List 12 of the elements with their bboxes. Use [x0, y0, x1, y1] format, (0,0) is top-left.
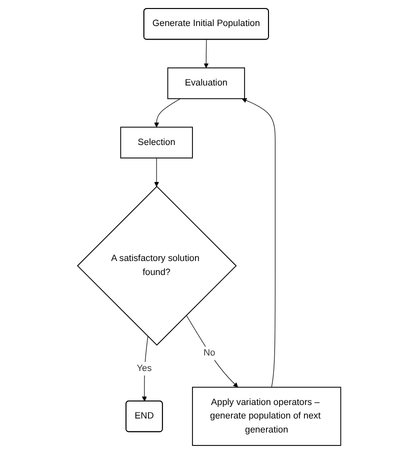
arrow — [154, 158, 160, 187]
node-box: Apply variation operators – generate population of next generation — [192, 386, 342, 446]
node-box: Selection — [120, 126, 194, 158]
arrow — [186, 314, 238, 388]
edge-label: Yes — [137, 364, 152, 374]
node-box: Evaluation — [168, 67, 246, 100]
arrow — [154, 98, 182, 128]
edge-label: No — [204, 348, 216, 358]
arrow — [142, 336, 148, 402]
node-diamond: A satisfactory solution found? — [77, 186, 238, 346]
arrow — [242, 98, 276, 388]
arrow — [204, 39, 210, 68]
